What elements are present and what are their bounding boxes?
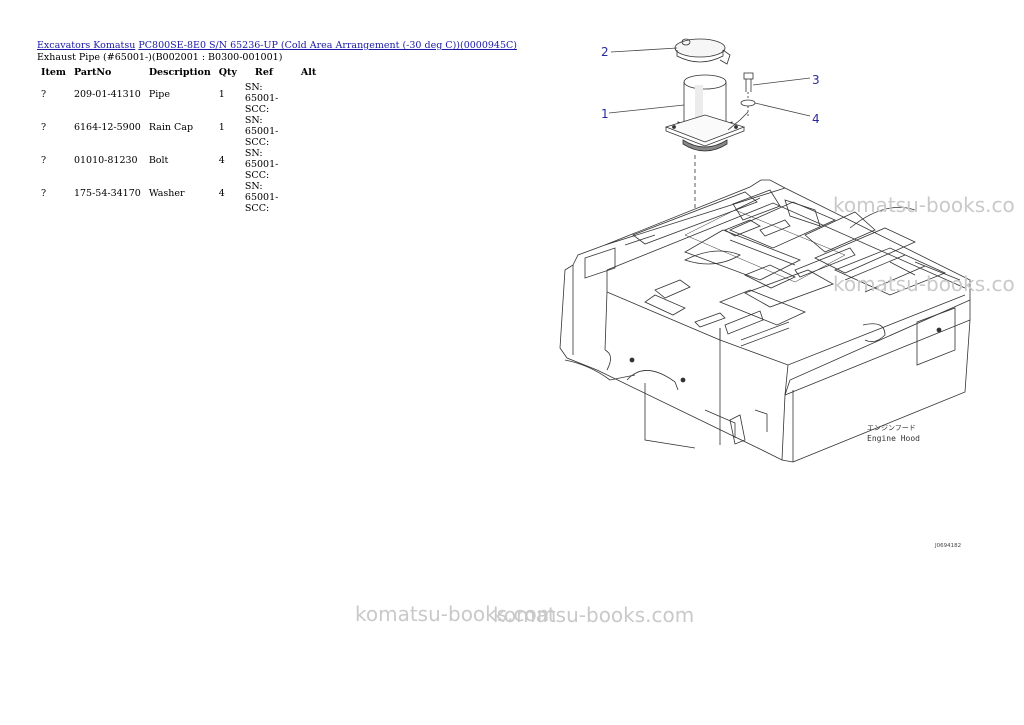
bolt-drawing — [743, 72, 754, 92]
cell-ref: SN: 65001-SCC: — [244, 181, 279, 214]
breadcrumb-link-category[interactable]: Excavators Komatsu — [37, 40, 136, 51]
cell-item: ? — [41, 155, 47, 166]
cell-description: Washer — [148, 188, 185, 199]
callout-4: 4 — [812, 112, 820, 126]
cell-qty: 1 — [218, 89, 225, 100]
cell-partno: 175-54-34170 — [73, 188, 141, 199]
cell-qty: 4 — [218, 155, 225, 166]
callout-2: 2 — [601, 45, 609, 59]
watermark: komatsu-books.com — [355, 602, 557, 626]
cell-item: ? — [41, 89, 47, 100]
col-header-item: Item — [41, 66, 66, 78]
page-subtitle: Exhaust Pipe (#65001-)(B002001 : B0300-0… — [37, 52, 283, 63]
callout-1: 1 — [601, 107, 609, 121]
washer-drawing — [740, 99, 756, 107]
cell-qty: 1 — [218, 122, 225, 133]
cell-alt — [297, 82, 320, 115]
cell-description: Rain Cap — [148, 122, 194, 133]
parts-diagram: 2 1 3 4 エンジンフード Engine Hood J0694182 — [559, 38, 971, 549]
exhaust-pipe-drawing — [664, 74, 746, 152]
table-row: ? 6164-12-5900 Rain Cap 1 SN: 65001-SCC: — [37, 115, 320, 148]
cell-alt — [297, 181, 320, 214]
col-header-qty: Qty — [218, 66, 237, 78]
engine-hood-label-en: Engine Hood — [867, 434, 920, 443]
cell-item: ? — [41, 188, 47, 199]
table-row: ? 209-01-41310 Pipe 1 SN: 65001-SCC: — [37, 82, 320, 115]
callout-3: 3 — [812, 73, 820, 87]
col-header-partno: PartNo — [73, 66, 112, 78]
table-row: ? 01010-81230 Bolt 4 SN: 65001-SCC: — [37, 148, 320, 181]
cell-alt — [297, 148, 320, 181]
rain-cap-drawing — [674, 38, 731, 65]
cell-ref: SN: 65001-SCC: — [244, 115, 279, 148]
breadcrumb: Excavators Komatsu PC800SE-8E0 S/N 65236… — [37, 40, 517, 51]
col-header-ref: Ref — [254, 66, 273, 78]
engine-hood-drawing — [559, 179, 971, 463]
breadcrumb-link-model[interactable]: PC800SE-8E0 S/N 65236-UP (Cold Area Arra… — [138, 40, 517, 51]
col-header-description: Description — [148, 66, 211, 78]
drawing-code: J0694182 — [934, 543, 961, 549]
cell-description: Bolt — [148, 155, 169, 166]
cell-description: Pipe — [148, 89, 170, 100]
col-header-alt: Alt — [300, 66, 317, 78]
table-row: ? 175-54-34170 Washer 4 SN: 65001-SCC: — [37, 181, 320, 214]
watermark: komatsu-books.co — [833, 272, 1015, 296]
watermark: komatsu-books.com — [493, 603, 695, 627]
table-header-row: Item PartNo Description Qty Ref Alt — [37, 66, 320, 82]
cell-partno: 209-01-41310 — [73, 89, 141, 100]
cell-alt — [297, 115, 320, 148]
parts-table: Item PartNo Description Qty Ref Alt ? 20… — [37, 66, 320, 215]
watermark: komatsu-books.co — [833, 193, 1015, 217]
cell-partno: 01010-81230 — [73, 155, 138, 166]
cell-ref: SN: 65001-SCC: — [244, 82, 279, 115]
cell-partno: 6164-12-5900 — [73, 122, 141, 133]
cell-ref: SN: 65001-SCC: — [244, 148, 279, 181]
engine-hood-label-jp: エンジンフード — [867, 424, 916, 432]
cell-item: ? — [41, 122, 47, 133]
cell-qty: 4 — [218, 188, 225, 199]
